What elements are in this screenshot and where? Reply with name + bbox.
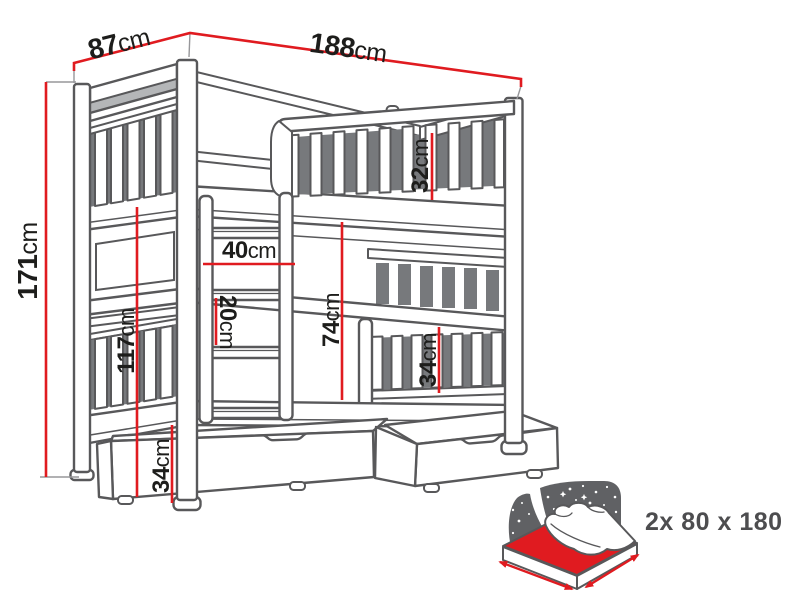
dimension-labels: 87cm 188cm 171cm 117cm 40cm 20cm 74cm 32… bbox=[12, 20, 442, 493]
bed-pictogram bbox=[498, 501, 640, 591]
mattress-icon: 2x 80 x 180 bbox=[498, 481, 783, 591]
upper-guard-rail bbox=[286, 102, 507, 198]
dimension-lines bbox=[40, 31, 523, 503]
mattress-size-label: 2x 80 x 180 bbox=[645, 508, 783, 536]
dim-line-87-188 bbox=[72, 31, 523, 87]
drawer-right bbox=[373, 409, 560, 493]
dim-label-74: 74cm bbox=[318, 293, 345, 347]
dim-label-20: 20cm bbox=[214, 295, 241, 349]
dim-label-117: 117cm bbox=[113, 308, 140, 374]
far-post bbox=[500, 96, 528, 456]
width-arrow bbox=[498, 560, 574, 591]
dim-label-40: 40cm bbox=[222, 237, 276, 264]
near-posts bbox=[69, 58, 202, 512]
dim-label-87: 87cm bbox=[85, 20, 153, 65]
length-arrow bbox=[584, 553, 640, 589]
dim-label-34-drawer: 34cm bbox=[148, 439, 175, 493]
bunk-bed-drawing bbox=[69, 58, 560, 512]
dim-label-32: 32cm bbox=[407, 139, 434, 193]
dim-label-34-guard: 34cm bbox=[415, 333, 442, 387]
dim-label-171: 171cm bbox=[12, 222, 43, 300]
dim-label-188: 188cm bbox=[308, 27, 389, 68]
ladder bbox=[198, 191, 294, 425]
upper-guard-end bbox=[270, 120, 293, 197]
